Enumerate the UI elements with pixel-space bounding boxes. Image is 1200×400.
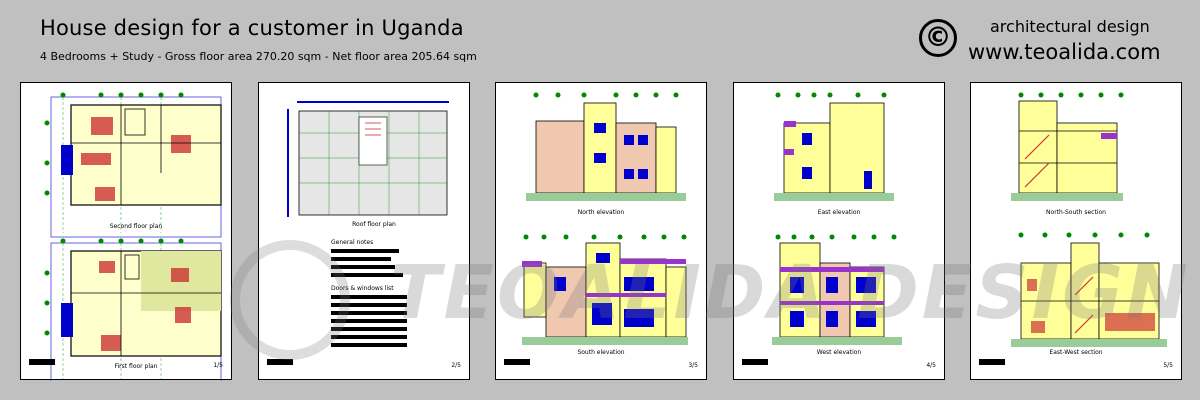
sheet-floor-plans[interactable]: Second floor plan First floor plan 1/5 xyxy=(20,82,232,381)
website-link[interactable]: www.teoalida.com xyxy=(968,40,1161,64)
notes-doors-windows-heading: Doors & windows list xyxy=(331,285,394,292)
floor-plans-drawing xyxy=(29,92,222,381)
page-number: 4/5 xyxy=(926,362,936,369)
caption-north-south-section: North-South section xyxy=(1046,209,1106,216)
page-subtitle: 4 Bedrooms + Study - Gross floor area 27… xyxy=(40,50,477,63)
sheet-east-west-elevation[interactable]: East elevation West elevation 4/5 xyxy=(733,82,945,380)
page-number: 3/5 xyxy=(688,362,698,369)
caption-second-floor-plan: Second floor plan xyxy=(109,223,163,230)
copyright-icon: © xyxy=(919,19,957,57)
sheet-north-south-elevation[interactable]: North elevation South elevation 3/5 xyxy=(495,82,707,380)
caption-roof-floor-plan: Roof floor plan xyxy=(352,221,396,228)
sections-drawing xyxy=(979,92,1167,365)
sheet-roof-plan[interactable]: Roof floor plan General notes Doors & wi… xyxy=(258,82,470,380)
sheet-sections[interactable]: North-South section East-West section 5/… xyxy=(970,82,1182,380)
notes-general-heading: General notes xyxy=(331,239,374,246)
caption-south-elevation: South elevation xyxy=(577,349,625,356)
page-title: House design for a customer in Uganda xyxy=(40,16,464,40)
roof-plan-drawing xyxy=(267,101,449,365)
caption-east-west-section: East-West section xyxy=(1049,349,1103,356)
page-number: 1/5 xyxy=(213,362,223,369)
caption-first-floor-plan: First floor plan xyxy=(114,363,158,370)
caption-west-elevation: West elevation xyxy=(816,349,862,356)
tagline: architectural design xyxy=(990,17,1150,36)
page-number: 5/5 xyxy=(1163,362,1173,369)
caption-east-elevation: East elevation xyxy=(817,209,861,216)
caption-north-elevation: North elevation xyxy=(577,209,625,216)
page-number: 2/5 xyxy=(451,362,461,369)
north-south-elevation-drawing xyxy=(504,92,688,365)
east-west-elevation-drawing xyxy=(742,92,902,365)
